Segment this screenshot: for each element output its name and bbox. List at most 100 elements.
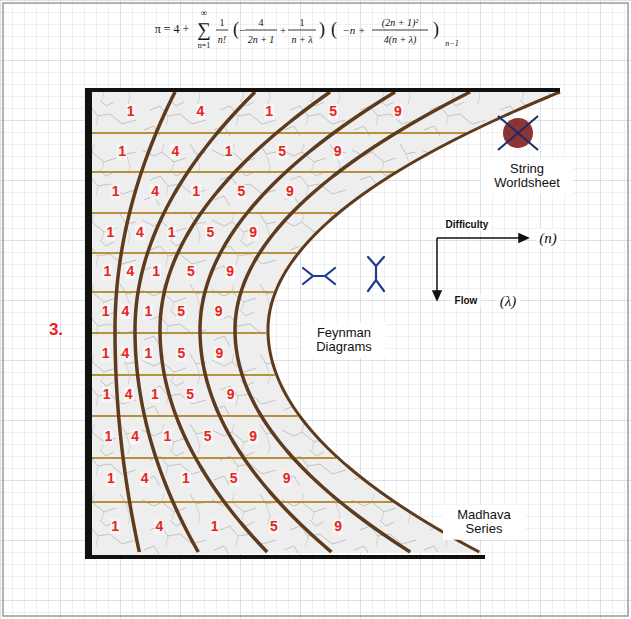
formula-part: n−1 — [445, 40, 458, 49]
pi-digit: 5 — [229, 471, 239, 486]
pi-digit: 1 — [150, 387, 160, 402]
pi-digit: 5 — [186, 264, 196, 279]
pi-digit: 1 — [167, 225, 177, 240]
flow-arc — [235, 92, 470, 552]
formula-part: 2n + 1 — [248, 34, 275, 45]
annotation-label: Madhava Series — [443, 505, 525, 540]
formula-part: ) — [433, 20, 439, 40]
leading-digit: 3. — [49, 321, 63, 340]
formula-part: − — [239, 24, 245, 36]
pi-digit: 1 — [106, 471, 116, 486]
pi-digit: 9 — [393, 104, 403, 119]
pi-digit: 5 — [269, 519, 279, 534]
pi-digit: 9 — [226, 387, 236, 402]
pi-digit: 1 — [103, 429, 113, 444]
pi-digit: 4 — [150, 184, 160, 199]
formula-part: + — [280, 24, 286, 36]
pi-digit: 1 — [143, 304, 153, 319]
pi-digit: 9 — [333, 144, 343, 159]
pi-digit: 4 — [130, 429, 140, 444]
pi-digit: 9 — [225, 264, 235, 279]
annotation-label: Feynman Diagrams — [302, 323, 386, 358]
flow-arc — [200, 92, 395, 552]
row-line — [92, 501, 393, 503]
row-line — [92, 171, 395, 173]
row-line — [92, 291, 273, 293]
pi-digit: 1 — [224, 144, 234, 159]
pi-digit: 5 — [203, 429, 213, 444]
annotation-label: (λ) — [497, 292, 520, 311]
row-line — [92, 415, 298, 417]
row-line — [92, 457, 336, 459]
row-line — [92, 332, 266, 334]
pi-digit: 9 — [248, 225, 258, 240]
annotation-label: String Worldsheet — [481, 159, 573, 194]
feynman-symbols — [303, 257, 384, 291]
formula-part: −n + — [342, 24, 365, 36]
pi-digit: 1 — [101, 346, 111, 361]
pi-digit: 4 — [135, 225, 145, 240]
pi-digit: 1 — [110, 519, 120, 534]
formula-part: n! — [218, 34, 226, 45]
pi-digit: 1 — [111, 184, 121, 199]
formula-part: (2n + 1)² — [382, 17, 418, 28]
pi-digit: 5 — [236, 184, 246, 199]
pi-digit: 9 — [214, 304, 224, 319]
pi-digit: 1 — [106, 225, 116, 240]
pi-digit: 9 — [282, 471, 292, 486]
pi-digit: 1 — [264, 104, 274, 119]
row-line — [92, 374, 275, 376]
annotation-label: (n) — [536, 229, 560, 248]
formula-part: π = 4 + — [155, 23, 190, 36]
pi-digit: 1 — [151, 264, 161, 279]
pi-digit: 5 — [205, 225, 215, 240]
pi-digit: 5 — [176, 304, 186, 319]
axis-arrows — [433, 234, 528, 300]
pi-digit: 1 — [191, 184, 201, 199]
formula-part: n=1 — [198, 42, 211, 51]
bottom-edge — [88, 555, 485, 559]
pi-digit: 1 — [102, 387, 112, 402]
formula-part: ∑ — [197, 20, 211, 41]
pi-digit: 5 — [328, 104, 338, 119]
formula-part: 4 — [259, 17, 264, 28]
formula-part: 4(n + λ) — [384, 34, 417, 45]
pi-digit: 1 — [126, 104, 136, 119]
top-edge — [88, 88, 560, 92]
pi-digit: 9 — [248, 429, 258, 444]
pi-digit: 1 — [181, 471, 191, 486]
formula-part: ) — [319, 20, 325, 40]
pi-digit: 1 — [210, 519, 220, 534]
pi-digit: 4 — [170, 144, 180, 159]
pi-digit: 5 — [176, 346, 186, 361]
pi-digit: 5 — [277, 144, 287, 159]
frame — [3, 3, 628, 616]
formula-part: 1 — [300, 17, 305, 28]
left-wall — [85, 88, 92, 559]
pi-digit: 9 — [285, 184, 295, 199]
pi-digit: 1 — [101, 304, 111, 319]
string-worldsheet-symbol — [498, 116, 538, 150]
pi-digit: 4 — [155, 519, 165, 534]
pi-digit: 5 — [185, 387, 195, 402]
pi-digit: 4 — [121, 304, 131, 319]
pi-digit: 9 — [214, 346, 224, 361]
pi-digit: 4 — [121, 346, 131, 361]
pi-digit: 4 — [125, 264, 135, 279]
formula-part: ( — [331, 20, 337, 40]
pi-digit: 1 — [102, 264, 112, 279]
pi-digit: 1 — [144, 346, 154, 361]
pi-digit: 4 — [140, 471, 150, 486]
pi-digit: 4 — [124, 387, 134, 402]
formula-part: ∞ — [201, 9, 207, 19]
formula-part: 1 — [220, 17, 225, 28]
annotation-label: Flow — [452, 294, 481, 307]
formula-part: ( — [233, 20, 239, 40]
pi-digit: 4 — [196, 104, 206, 119]
annotation-label: Difficulty — [443, 218, 492, 231]
